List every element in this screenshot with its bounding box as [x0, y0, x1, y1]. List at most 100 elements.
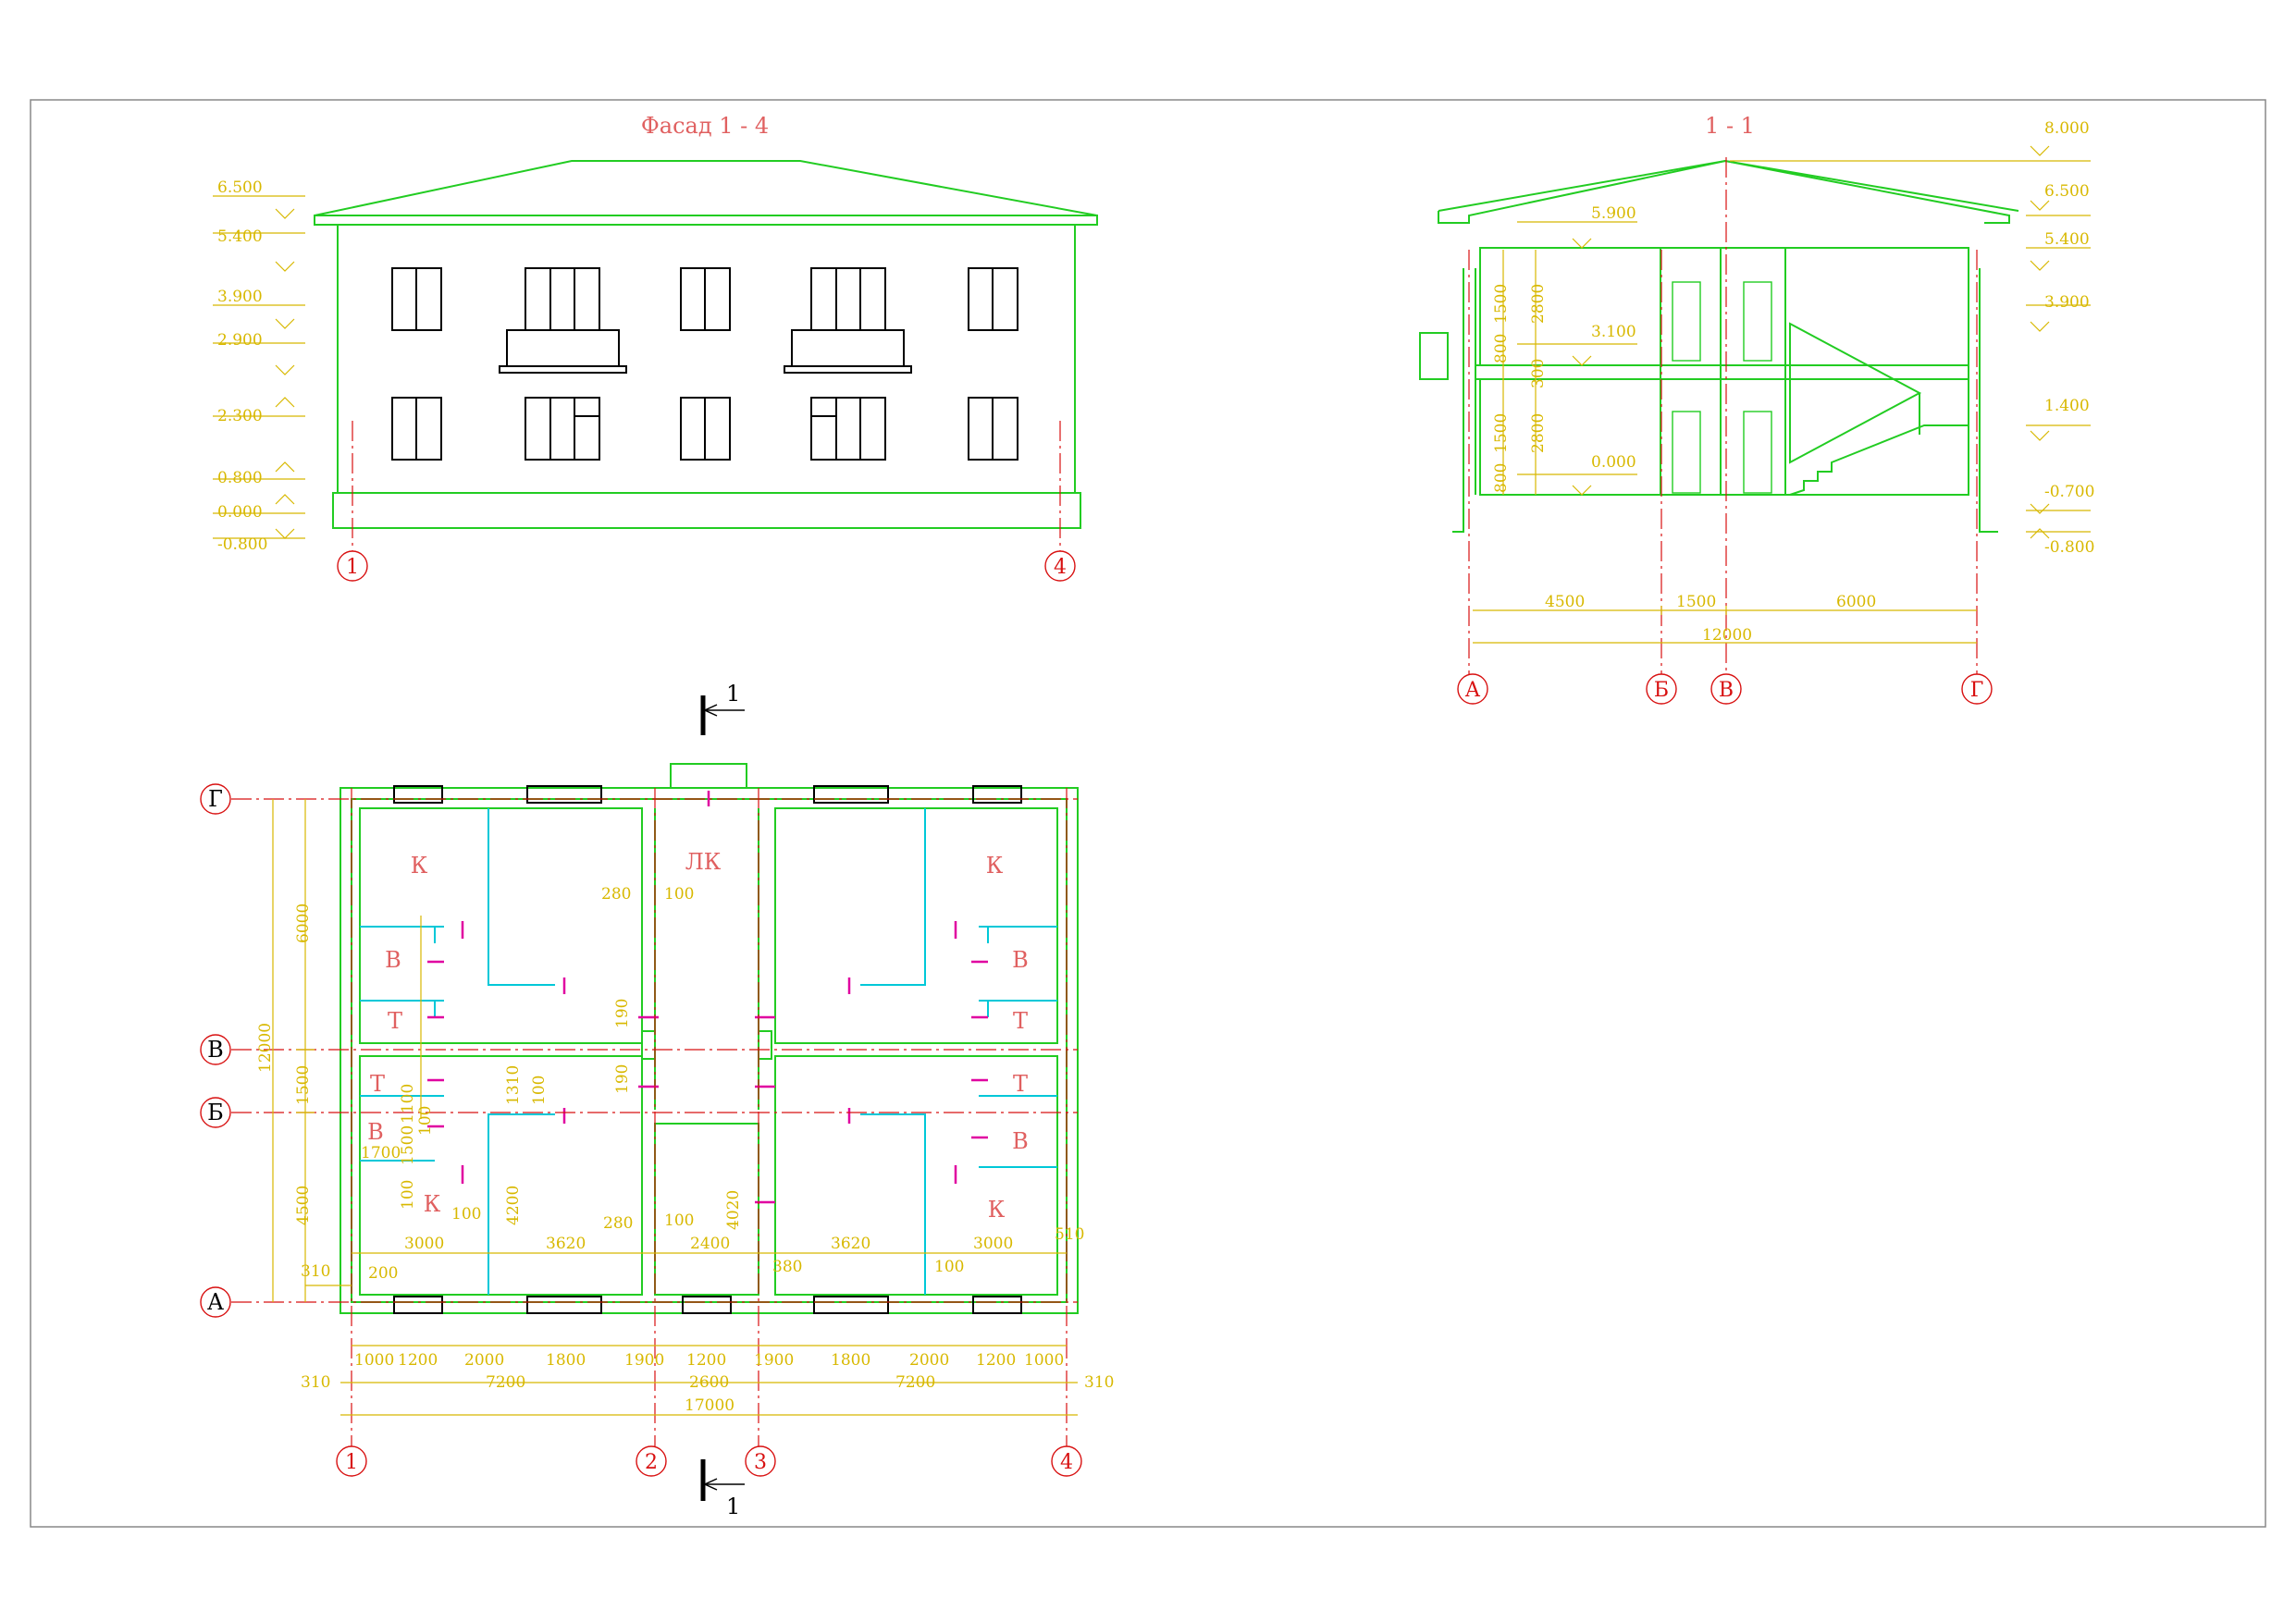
facade-axis-4: 4 [1054, 556, 1067, 579]
plan-in-5: 1310 [504, 1065, 523, 1105]
plan-b2-3: 7200 [895, 1373, 935, 1392]
section-vdim-1: 800 [1492, 334, 1511, 363]
room-k-1: К [411, 853, 428, 879]
plan-in-13: 280 [603, 1214, 633, 1233]
facade-view: Фасад 1 - 4 1 4 [213, 113, 1098, 582]
section-hdim-1: 1500 [1676, 593, 1716, 611]
section-level-r6: -0.800 [2044, 538, 2094, 557]
plan-in-15: 4020 [724, 1190, 743, 1230]
section-level-i0: 5.900 [1591, 204, 1636, 223]
plan-in-9: 1700 [361, 1144, 401, 1162]
section-level-i1: 3.100 [1591, 323, 1636, 341]
plan-b2-1: 7200 [486, 1373, 525, 1392]
floor-plan: 1 1 [200, 681, 1114, 1519]
plan-row-0: 3000 [404, 1235, 444, 1253]
plan-axis-b: Б [207, 1100, 224, 1125]
section-level-r3: 3.900 [2044, 293, 2090, 312]
plan-b1-8: 2000 [909, 1351, 949, 1370]
plan-in-18: 100 [934, 1258, 964, 1276]
section-vdim-0: 1500 [1492, 284, 1511, 324]
room-k-2: К [986, 853, 1004, 879]
plan-in-7: 100 [416, 1106, 435, 1136]
plan-in-12: 4200 [504, 1186, 523, 1225]
plan-row-3: 3620 [831, 1235, 870, 1253]
section-vdim-5: 800 [1492, 463, 1511, 493]
plan-row-1: 3620 [546, 1235, 586, 1253]
plan-b1-2: 2000 [464, 1351, 504, 1370]
plan-axis-3: 3 [754, 1451, 767, 1474]
section-level-r0: 8.000 [2044, 119, 2090, 138]
facade-level-3: 2.900 [217, 331, 263, 350]
plan-in-14: 100 [664, 1211, 694, 1230]
room-v-2: В [1012, 947, 1029, 973]
plan-axis-4: 4 [1060, 1451, 1073, 1474]
section-hdim-0: 4500 [1545, 593, 1585, 611]
room-t-3: Т [370, 1071, 385, 1097]
plan-total: 17000 [685, 1396, 734, 1415]
facade-level-7: -0.800 [217, 535, 267, 554]
plan-in-16: 380 [772, 1258, 802, 1276]
plan-b2-0: 310 [301, 1373, 330, 1392]
facade-level-1: 5.400 [217, 227, 263, 246]
plan-b2-2: 2600 [689, 1373, 729, 1392]
plan-b1-5: 1200 [686, 1351, 726, 1370]
plan-axis-v: В [207, 1037, 224, 1063]
section-vdim-3: 300 [1529, 359, 1548, 388]
section-level-r4: 1.400 [2044, 397, 2090, 415]
section-level-r5: -0.700 [2044, 483, 2094, 501]
section-level-r1: 6.500 [2044, 182, 2090, 201]
section-vdim-6: 2800 [1529, 413, 1548, 453]
section-title: 1 - 1 [1705, 113, 1755, 139]
plan-left-dim-1: 1500 [294, 1065, 313, 1105]
facade-title: Фасад 1 - 4 [641, 113, 769, 139]
plan-in-4: 1100 [399, 1084, 417, 1124]
room-k-3: К [424, 1191, 441, 1217]
plan-row-4: 3000 [973, 1235, 1013, 1253]
plan-in-10: 100 [399, 1180, 417, 1210]
plan-b1-4: 1900 [624, 1351, 664, 1370]
room-lk: ЛК [685, 849, 722, 875]
facade-level-6: 0.000 [217, 503, 263, 522]
plan-left-dim-4: 310 [301, 1262, 330, 1281]
facade-level-5: 0.800 [217, 469, 263, 487]
plan-row-2: 2400 [690, 1235, 730, 1253]
plan-b1-10: 1000 [1024, 1351, 1064, 1370]
plan-axis-2: 2 [645, 1451, 658, 1474]
plan-in-19: 510 [1055, 1225, 1084, 1244]
plan-in-1: 100 [664, 885, 694, 904]
plan-b1-0: 1000 [354, 1351, 394, 1370]
section-axis-v: В [1719, 679, 1734, 702]
sheet-frame [30, 99, 2266, 1528]
section-view: 1 - 1 А Б В [1419, 113, 2094, 705]
room-v-3: В [367, 1119, 384, 1145]
room-t-2: Т [1013, 1008, 1028, 1034]
plan-b1-9: 1200 [976, 1351, 1016, 1370]
facade-level-0: 6.500 [217, 178, 263, 197]
plan-b1-1: 1200 [398, 1351, 438, 1370]
plan-in-8: 1500 [399, 1125, 417, 1165]
section-hdim-2: 6000 [1836, 593, 1876, 611]
room-v-4: В [1012, 1128, 1029, 1154]
section-level-i2: 0.000 [1591, 453, 1636, 472]
plan-b1-3: 1800 [546, 1351, 586, 1370]
section-level-r2: 5.400 [2044, 230, 2090, 249]
plan-axis-a: А [207, 1289, 224, 1315]
facade-level-2: 3.900 [217, 288, 263, 306]
room-v-1: В [385, 947, 401, 973]
plan-in-11: 100 [451, 1205, 481, 1223]
plan-b2-4: 310 [1084, 1373, 1114, 1392]
plan-axis-g: Г [208, 786, 223, 812]
room-t-4: Т [1013, 1071, 1028, 1097]
plan-left-dim-2: 4500 [294, 1186, 313, 1225]
plan-axis-1: 1 [345, 1451, 358, 1474]
room-k-4: К [988, 1197, 1006, 1223]
section-axis-b: Б [1654, 679, 1669, 702]
plan-left-dim-0: 6000 [294, 904, 313, 943]
plan-in-3: 190 [613, 1064, 632, 1094]
plan-in-2: 190 [613, 999, 632, 1028]
plan-b1-6: 1900 [754, 1351, 794, 1370]
plan-in-6: 100 [530, 1076, 549, 1105]
facade-level-4: 2.300 [217, 407, 263, 425]
plan-in-0: 280 [601, 885, 631, 904]
